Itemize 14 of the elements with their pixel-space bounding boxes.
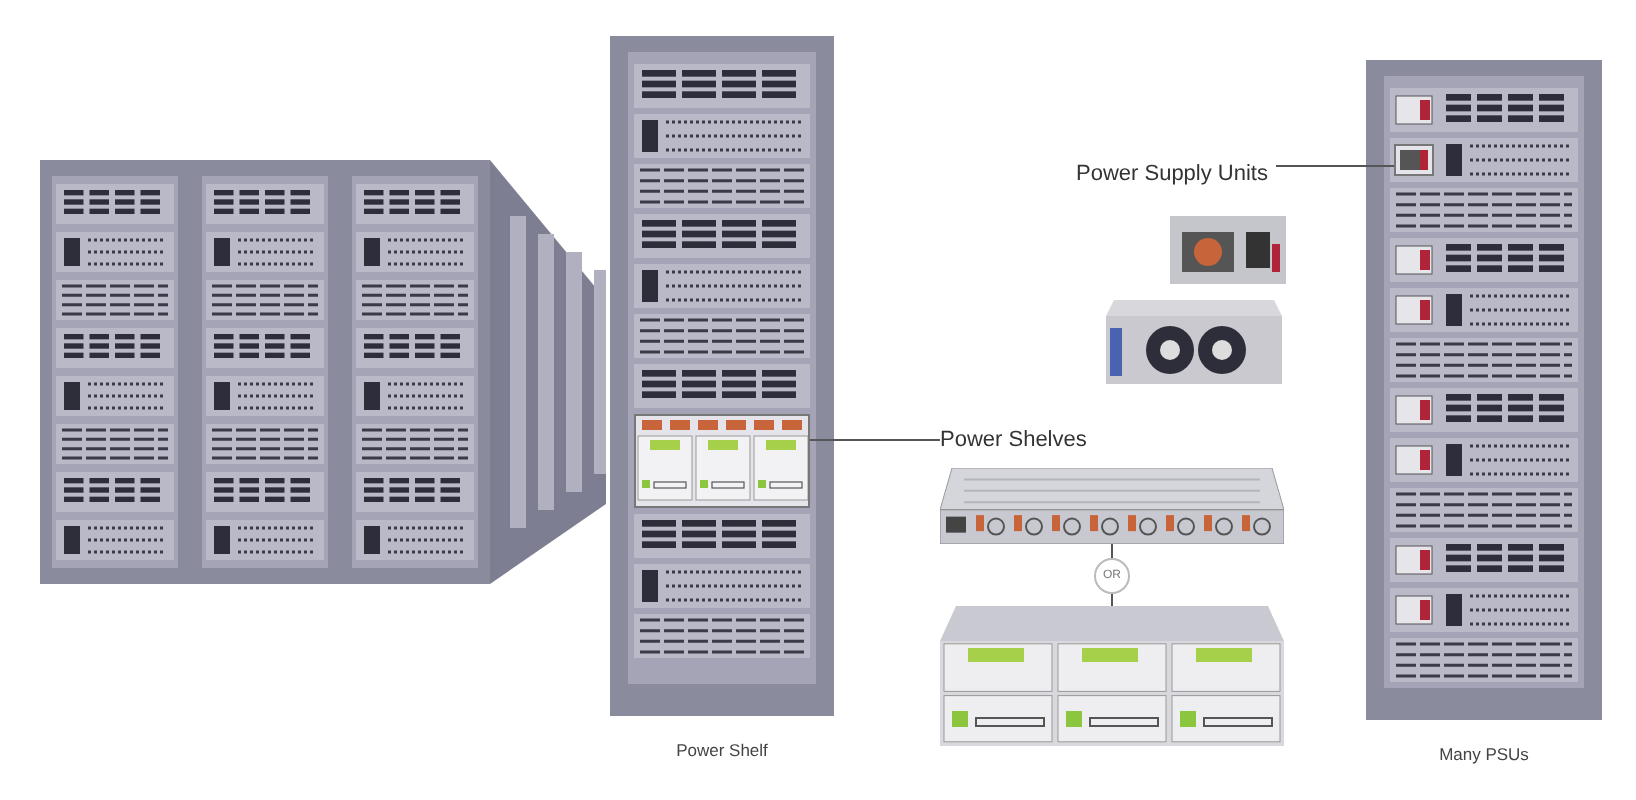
- leader-line: [1111, 543, 1113, 607]
- leader-line: [1275, 165, 1395, 167]
- power-shelf-drawing: [940, 606, 1284, 746]
- power-supply-unit: [1394, 144, 1434, 176]
- callout-label-text: Power Shelves: [940, 428, 1087, 452]
- power-supply-drawing: [1106, 300, 1282, 384]
- rack-label: Many PSUs: [1437, 744, 1531, 764]
- power-shelf-unit: [634, 414, 810, 508]
- power-shelf-drawing: [940, 468, 1284, 544]
- power-supply-drawing: [1170, 216, 1286, 284]
- callout-label-text: Power Supply Units: [1076, 162, 1268, 186]
- server-rack-row-drawing: [40, 160, 606, 584]
- rack-label: Power Shelf: [674, 740, 770, 760]
- leader-line: [809, 439, 941, 441]
